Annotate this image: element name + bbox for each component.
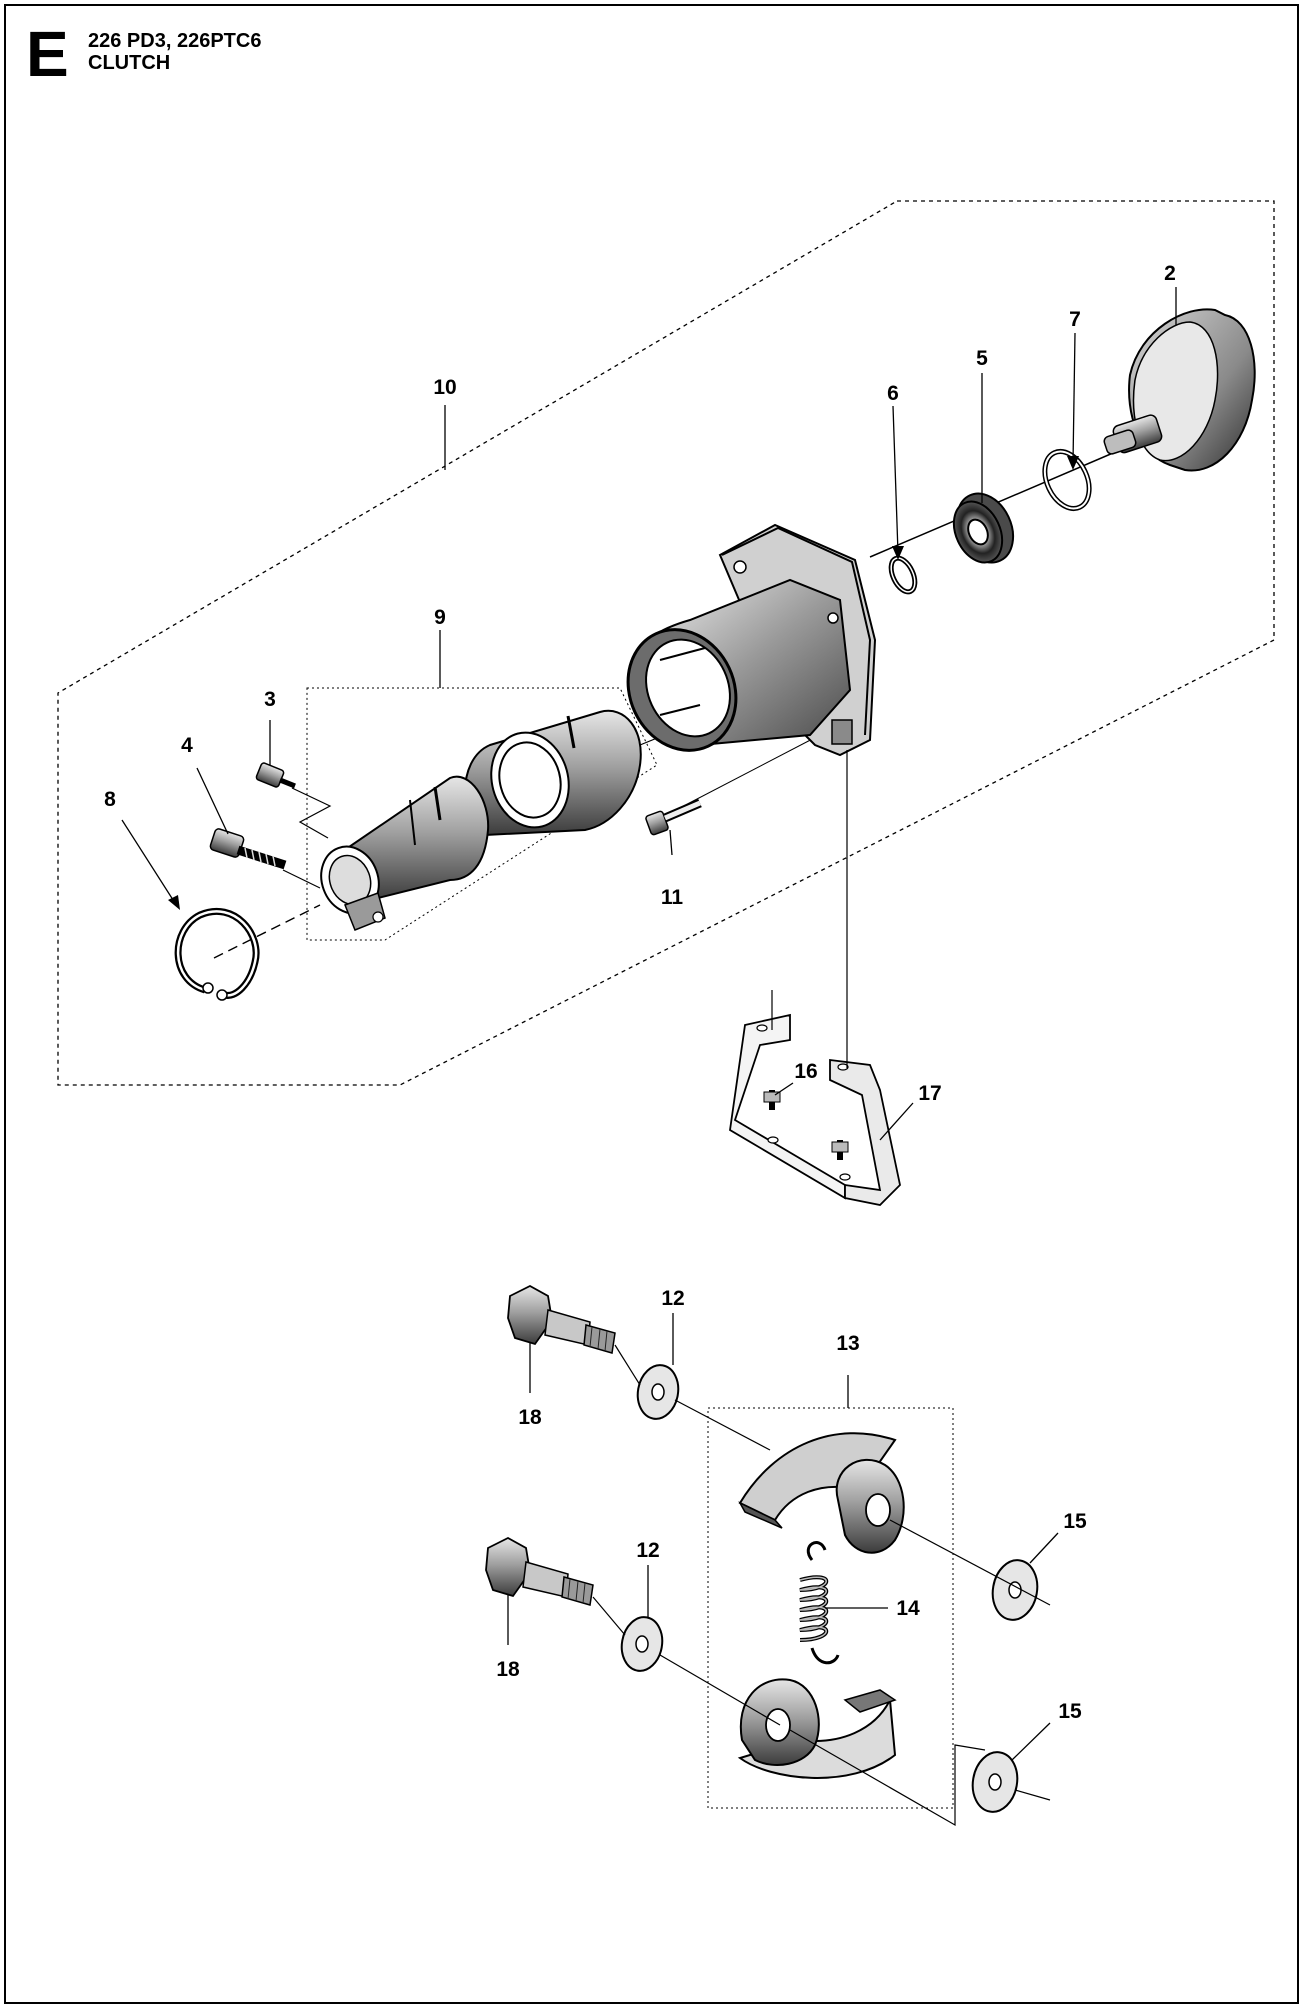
leader-17 [879, 1102, 914, 1141]
leader-4 [196, 767, 229, 835]
assembly-name: CLUTCH [88, 52, 171, 74]
leader-15-upper [1029, 1532, 1059, 1564]
axis-line-clutch-lower-d [1014, 1789, 1051, 1801]
axis-line-clutch-lower-c [789, 1729, 986, 1827]
callout-9: 9 [434, 606, 446, 629]
axis-line-4 [282, 869, 321, 889]
assembly-boundary-10 [57, 200, 1275, 1086]
callout-18-upper: 18 [518, 1406, 542, 1429]
washer-part-12-upper [636, 1364, 680, 1420]
callout-5: 5 [976, 347, 988, 370]
clutch-shoe-lower [737, 1678, 897, 1779]
screw-part-3 [255, 762, 296, 789]
axis-line-8 [213, 904, 321, 959]
callout-17: 17 [918, 1082, 941, 1105]
model-numbers: 226 PD3, 226PTC6 [88, 30, 262, 52]
axis-line-clutch-upper-b [674, 1399, 771, 1451]
bolt-part-4 [209, 828, 287, 870]
washer-part-15-upper [991, 1559, 1039, 1621]
shoulder-bolt-part-18-upper [507, 1284, 616, 1354]
spring-part-14 [799, 1541, 840, 1665]
callout-13: 13 [836, 1332, 859, 1355]
axis-line-11 [671, 734, 821, 813]
leader-3-bracket [291, 787, 332, 839]
section-letter: E [26, 18, 69, 90]
assembly-boundary-13 [707, 1407, 954, 1809]
axis-line-clutch-lower-b [659, 1654, 781, 1726]
callout-4: 4 [181, 734, 193, 757]
callout-11: 11 [661, 886, 684, 909]
callout-12-upper: 12 [661, 1287, 684, 1310]
ring-part-6 [888, 555, 918, 595]
callout-8: 8 [104, 788, 116, 811]
callout-10: 10 [433, 376, 456, 399]
clutch-housing-part-10 [626, 523, 877, 757]
callout-12-lower: 12 [636, 1539, 659, 1562]
bolt-part-11 [645, 798, 702, 836]
axis-line-clutch-upper-a [614, 1344, 641, 1386]
washer-part-15-lower [971, 1751, 1019, 1813]
leader-6 [892, 405, 899, 554]
bracket-part-17 [729, 1013, 901, 1206]
circlip-part-8 [174, 907, 260, 1001]
callout-6: 6 [887, 382, 899, 405]
axis-line-clutch-upper-c [889, 1519, 1051, 1606]
callout-18-lower: 18 [496, 1658, 520, 1681]
leader-11 [669, 829, 673, 856]
washer-part-12-lower [620, 1616, 664, 1672]
leader-8 [121, 819, 176, 904]
leader-16 [774, 1082, 794, 1096]
callout-15-upper: 15 [1063, 1510, 1087, 1533]
callout-2: 2 [1164, 262, 1176, 285]
callout-16: 16 [794, 1060, 817, 1083]
clutch-shoe-upper [738, 1432, 905, 1554]
shoulder-bolt-part-18-lower [485, 1536, 594, 1606]
bearing-part-5 [952, 492, 1015, 564]
title-block: 226 PD3, 226PTC6 CLUTCH [88, 30, 261, 74]
callout-15-lower: 15 [1058, 1700, 1082, 1723]
clutch-drum-part [1103, 308, 1256, 472]
arrowhead-8 [168, 895, 180, 910]
leader-15-lower [1011, 1722, 1051, 1761]
axis-line-clutch-lower-a [592, 1596, 626, 1636]
page-frame [4, 4, 1299, 2004]
arrowhead-6 [892, 546, 904, 560]
assembly-boundary-9 [306, 687, 658, 941]
leader-7 [1072, 332, 1076, 464]
callout-3: 3 [264, 688, 276, 711]
arrowhead-7 [1067, 456, 1079, 470]
adapter-part-9 [320, 709, 642, 931]
circlip-part-7 [1042, 449, 1092, 511]
callout-7: 7 [1069, 308, 1081, 331]
callout-14: 14 [896, 1597, 920, 1620]
